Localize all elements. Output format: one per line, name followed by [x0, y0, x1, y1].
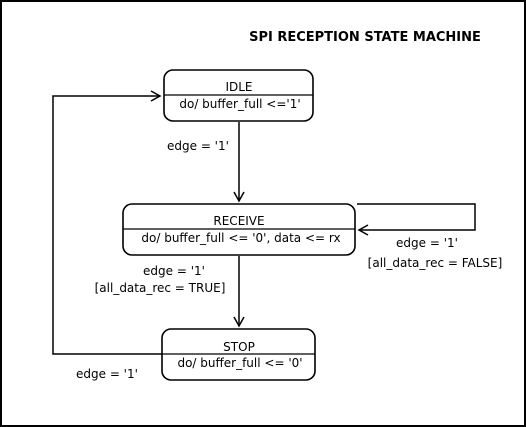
- transition-receive-to-stop-guard: [all_data_rec = TRUE]: [95, 281, 226, 295]
- transition-stop-to-idle: edge = '1': [52, 90, 162, 381]
- transition-receive-self-guard: [all_data_rec = FALSE]: [368, 256, 503, 270]
- state-receive-name: RECEIVE: [213, 214, 264, 228]
- state-idle-action: do/ buffer_full <='1': [179, 97, 300, 111]
- transition-stop-to-idle-event: edge = '1': [76, 367, 138, 381]
- transition-receive-self-loop: edge = '1' [all_data_rec = FALSE]: [357, 203, 503, 270]
- transition-receive-to-stop-event: edge = '1': [143, 264, 205, 278]
- state-stop-name: STOP: [223, 340, 255, 354]
- state-stop: STOP do/ buffer_full <= '0': [161, 328, 316, 381]
- transition-idle-to-receive-event: edge = '1': [167, 139, 229, 153]
- diagram-title: SPI RECEPTION STATE MACHINE: [249, 30, 481, 45]
- transition-receive-self-event: edge = '1': [396, 236, 458, 250]
- state-receive: RECEIVE do/ buffer_full <= '0', data <= …: [122, 203, 356, 256]
- state-idle-name: IDLE: [225, 80, 252, 94]
- transition-receive-to-stop: edge = '1' [all_data_rec = TRUE]: [95, 256, 245, 328]
- transition-idle-to-receive: edge = '1': [167, 122, 245, 203]
- state-idle: IDLE do/ buffer_full <='1': [163, 69, 314, 122]
- state-stop-action: do/ buffer_full <= '0': [177, 356, 302, 370]
- state-receive-action: do/ buffer_full <= '0', data <= rx: [141, 231, 340, 245]
